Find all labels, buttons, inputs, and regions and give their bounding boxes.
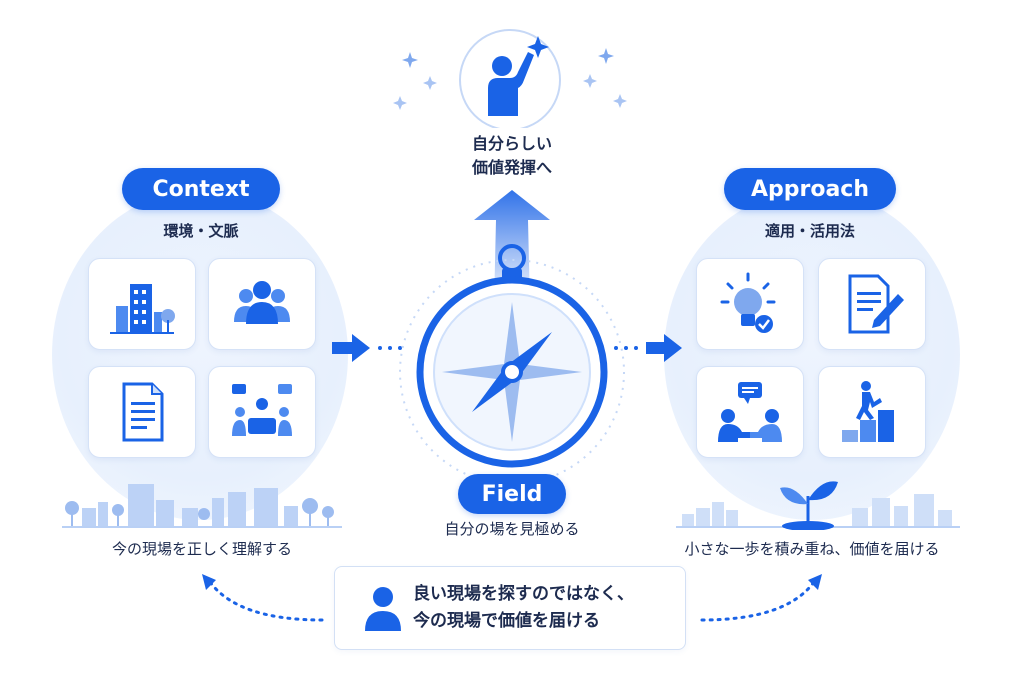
field-to-approach-arrow-icon: [614, 334, 682, 362]
climbing-steps-icon: [842, 381, 894, 442]
approach-title-pill: Approach: [724, 168, 896, 210]
right-feedback-arrow-icon: [700, 574, 822, 622]
approach-subtitle: 適用・活用法: [764, 222, 855, 240]
approach-caption: 小さな一歩を積み重ね、価値を届ける: [684, 540, 940, 558]
top-goal-line1: 自分らしい: [471, 134, 552, 153]
context-caption: 今の現場を正しく理解する: [111, 540, 292, 558]
context-card-people: [208, 258, 316, 350]
conversation-icon: [718, 382, 782, 442]
approach-card-conversation: [696, 366, 804, 458]
context-skyline: [62, 484, 342, 528]
approach-skyline-sprout: [676, 481, 960, 530]
approach-card-document-pen: [818, 258, 926, 350]
context-title-pill: Context: [122, 168, 280, 210]
context-subtitle: 環境・文脈: [163, 222, 239, 240]
compass-icon: [399, 244, 625, 480]
document-icon: [122, 382, 164, 442]
buildings-icon: [110, 284, 175, 334]
key-message-text: 良い現場を探すのではなく、 今の現場で価値を届ける: [413, 581, 634, 635]
approach-card-lightbulb: [696, 258, 804, 350]
context-card-meeting: [208, 366, 316, 458]
top-goal-text: 自分らしい 価値発揮へ: [432, 132, 592, 180]
document-pen-icon: [848, 274, 904, 334]
meeting-icon: [232, 384, 292, 436]
context-to-field-arrow-icon: [332, 334, 402, 362]
people-group-icon: [234, 281, 290, 324]
top-aspiration-illustration: [393, 29, 627, 128]
top-goal-line2: 価値発揮へ: [471, 158, 552, 177]
key-message-line2: 今の現場で価値を届ける: [413, 611, 600, 631]
field-caption: 自分の場を見極める: [444, 520, 580, 538]
approach-circle-bg: [664, 190, 960, 520]
context-circle-bg: [52, 190, 348, 520]
context-card-buildings: [88, 258, 196, 350]
key-message-box: 良い現場を探すのではなく、 今の現場で価値を届ける: [334, 566, 686, 650]
approach-card-climbing: [818, 366, 926, 458]
key-message-line1: 良い現場を探すのではなく、: [413, 584, 634, 604]
lightbulb-check-icon: [720, 272, 776, 333]
left-feedback-arrow-icon: [202, 574, 324, 622]
person-icon: [365, 587, 401, 631]
context-card-document: [88, 366, 196, 458]
field-title-pill: Field: [458, 474, 566, 514]
